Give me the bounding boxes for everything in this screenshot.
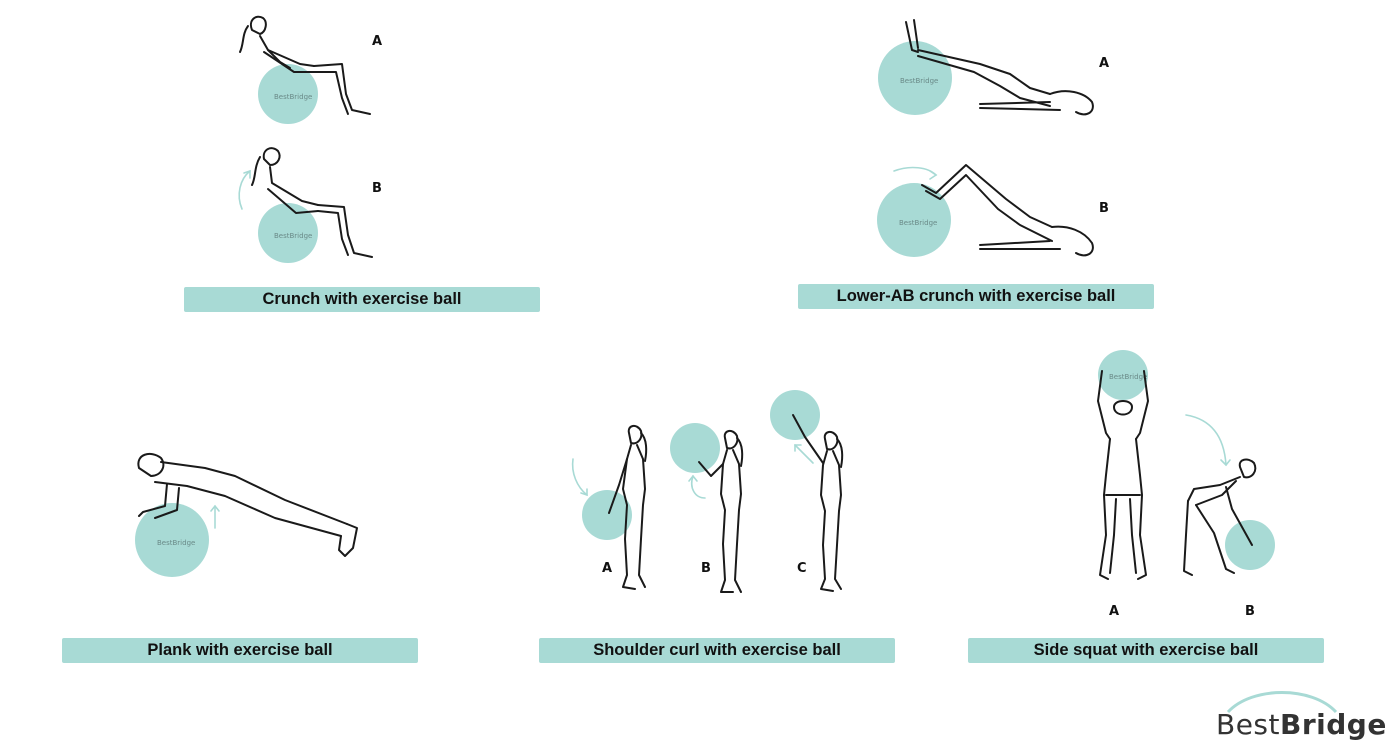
side-squat-step-b: B — [1245, 604, 1255, 619]
side-squat-caption: Side squat with exercise ball — [968, 638, 1324, 663]
svg-text:BestBridge: BestBridge — [899, 219, 937, 227]
shoulder-curl-illustration-c — [770, 390, 844, 592]
crunch-step-a: A — [372, 34, 383, 49]
svg-text:BestBridge: BestBridge — [1109, 373, 1147, 381]
brand-name: BestBridge — [1216, 708, 1387, 741]
bestbridge-logo: BestBridge — [1212, 686, 1386, 746]
lower-ab-illustration-a: BestBridge — [878, 19, 1094, 116]
lower-ab-caption: Lower-AB crunch with exercise ball — [798, 284, 1154, 309]
crunch-caption: Crunch with exercise ball — [184, 287, 540, 312]
side-squat-illustration-b — [1183, 414, 1275, 576]
lower-ab-step-b: B — [1099, 201, 1109, 216]
shoulder-curl-step-b: B — [701, 561, 711, 576]
brand-name-bold: Bridge — [1280, 708, 1387, 741]
crunch-step-b: B — [372, 181, 382, 196]
shoulder-curl-step-a: A — [602, 561, 613, 576]
plank-illustration: BestBridge — [135, 452, 358, 577]
crunch-illustration-a: BestBridge — [239, 15, 371, 124]
shoulder-curl-step-c: C — [797, 561, 807, 576]
lower-ab-illustration-b: BestBridge — [877, 164, 1094, 257]
lower-ab-step-a: A — [1099, 56, 1110, 71]
svg-text:BestBridge: BestBridge — [900, 77, 938, 85]
shoulder-curl-illustration-b — [670, 423, 744, 593]
shoulder-curl-illustration-a — [571, 425, 648, 590]
crunch-illustration-b: BestBridge — [238, 147, 373, 263]
svg-text:BestBridge: BestBridge — [274, 232, 312, 240]
plank-caption: Plank with exercise ball — [62, 638, 418, 663]
side-squat-illustration-a: BestBridge — [1097, 350, 1149, 580]
shoulder-curl-caption: Shoulder curl with exercise ball — [539, 638, 895, 663]
svg-text:BestBridge: BestBridge — [157, 539, 195, 547]
side-squat-step-a: A — [1109, 604, 1120, 619]
logo-arc-icon — [1226, 691, 1338, 714]
svg-text:BestBridge: BestBridge — [274, 93, 312, 101]
brand-name-regular: Best — [1216, 708, 1281, 741]
